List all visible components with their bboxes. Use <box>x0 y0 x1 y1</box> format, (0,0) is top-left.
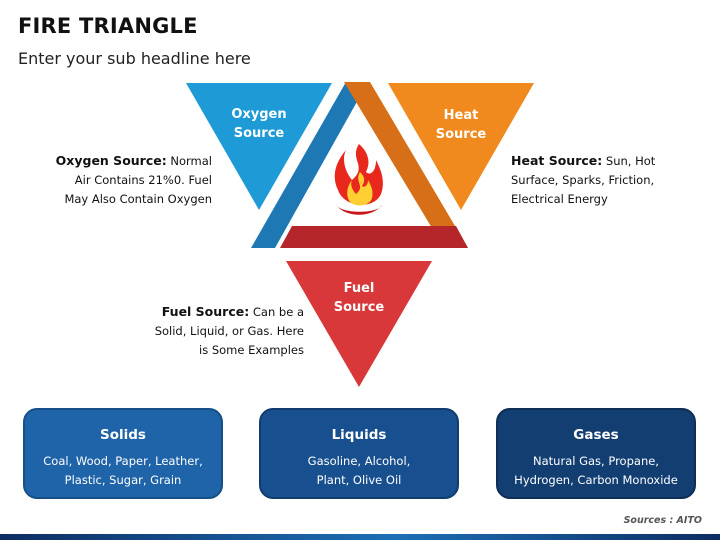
liquids-card-line2: Plant, Olive Oil <box>316 473 402 487</box>
solids-card-title: Solids <box>100 427 146 443</box>
oxygen-description: Oxygen Source: Normal Air Contains 21%0.… <box>40 151 212 209</box>
heat-description-line1: Sun, Hot <box>605 154 656 168</box>
oxygen-description-line2: Air Contains 21%0. Fuel <box>74 173 212 187</box>
solids-card-line2: Plastic, Sugar, Grain <box>64 473 182 487</box>
fuel-description: Fuel Source: Can be a Solid, Liquid, or … <box>132 302 304 360</box>
heat-description-line3: Electrical Energy <box>511 192 608 206</box>
liquids-card-title: Liquids <box>331 427 387 443</box>
solids-card-body: Coal, Wood, Paper, Leather, Plastic, Sug… <box>25 452 221 490</box>
heat-description-label: Heat Source: <box>511 153 603 168</box>
solids-card: Solids Coal, Wood, Paper, Leather, Plast… <box>23 408 223 499</box>
oxygen-label-line2: Source <box>233 126 285 141</box>
heat-triangle <box>388 83 534 210</box>
frame-right-band <box>344 82 468 248</box>
oxygen-label-line1: Oxygen <box>231 107 287 122</box>
fuel-label-line1: Fuel <box>343 281 375 296</box>
oxygen-description-line3: May Also Contain Oxygen <box>64 192 212 206</box>
gases-card-line2: Hydrogen, Carbon Monoxide <box>514 473 678 487</box>
fuel-label-line2: Source <box>333 300 385 315</box>
gases-card-body: Natural Gas, Propane, Hydrogen, Carbon M… <box>498 452 694 490</box>
liquids-card-body: Gasoline, Alcohol, Plant, Olive Oil <box>261 452 457 490</box>
heat-label-line1: Heat <box>443 108 479 123</box>
page-subtitle: Enter your sub headline here <box>18 49 251 68</box>
fuel-triangle-label: Fuel Source <box>314 279 404 317</box>
flame-icon <box>334 144 383 215</box>
liquids-card-line1: Gasoline, Alcohol, <box>307 454 411 468</box>
frame-bottom-band <box>280 226 468 248</box>
sources-note: Sources : AITO <box>623 515 702 526</box>
page-title: FIRE TRIANGLE <box>18 14 198 38</box>
gases-card-title: Gases <box>573 427 619 443</box>
oxygen-description-label: Oxygen Source: <box>55 153 167 168</box>
frame-left-band <box>251 82 368 248</box>
heat-description: Heat Source: Sun, Hot Surface, Sparks, F… <box>511 151 701 209</box>
heat-triangle-label: Heat Source <box>416 106 506 144</box>
oxygen-description-line1: Normal <box>170 154 212 168</box>
solids-card-line1: Coal, Wood, Paper, Leather, <box>43 454 203 468</box>
fuel-description-line1: Can be a <box>252 305 304 319</box>
gases-card: Gases Natural Gas, Propane, Hydrogen, Ca… <box>496 408 696 499</box>
liquids-card: Liquids Gasoline, Alcohol, Plant, Olive … <box>259 408 459 499</box>
fuel-description-label: Fuel Source: <box>161 304 250 319</box>
heat-label-line2: Source <box>435 127 487 142</box>
bottom-accent-bar <box>0 534 720 540</box>
heat-description-line2: Surface, Sparks, Friction, <box>511 173 655 187</box>
fuel-description-line3: is Some Examples <box>199 343 304 357</box>
gases-card-line1: Natural Gas, Propane, <box>533 454 659 468</box>
oxygen-triangle-label: Oxygen Source <box>214 105 304 143</box>
fuel-triangle <box>286 261 432 387</box>
oxygen-triangle <box>186 83 332 210</box>
fuel-description-line2: Solid, Liquid, or Gas. Here <box>154 324 304 338</box>
